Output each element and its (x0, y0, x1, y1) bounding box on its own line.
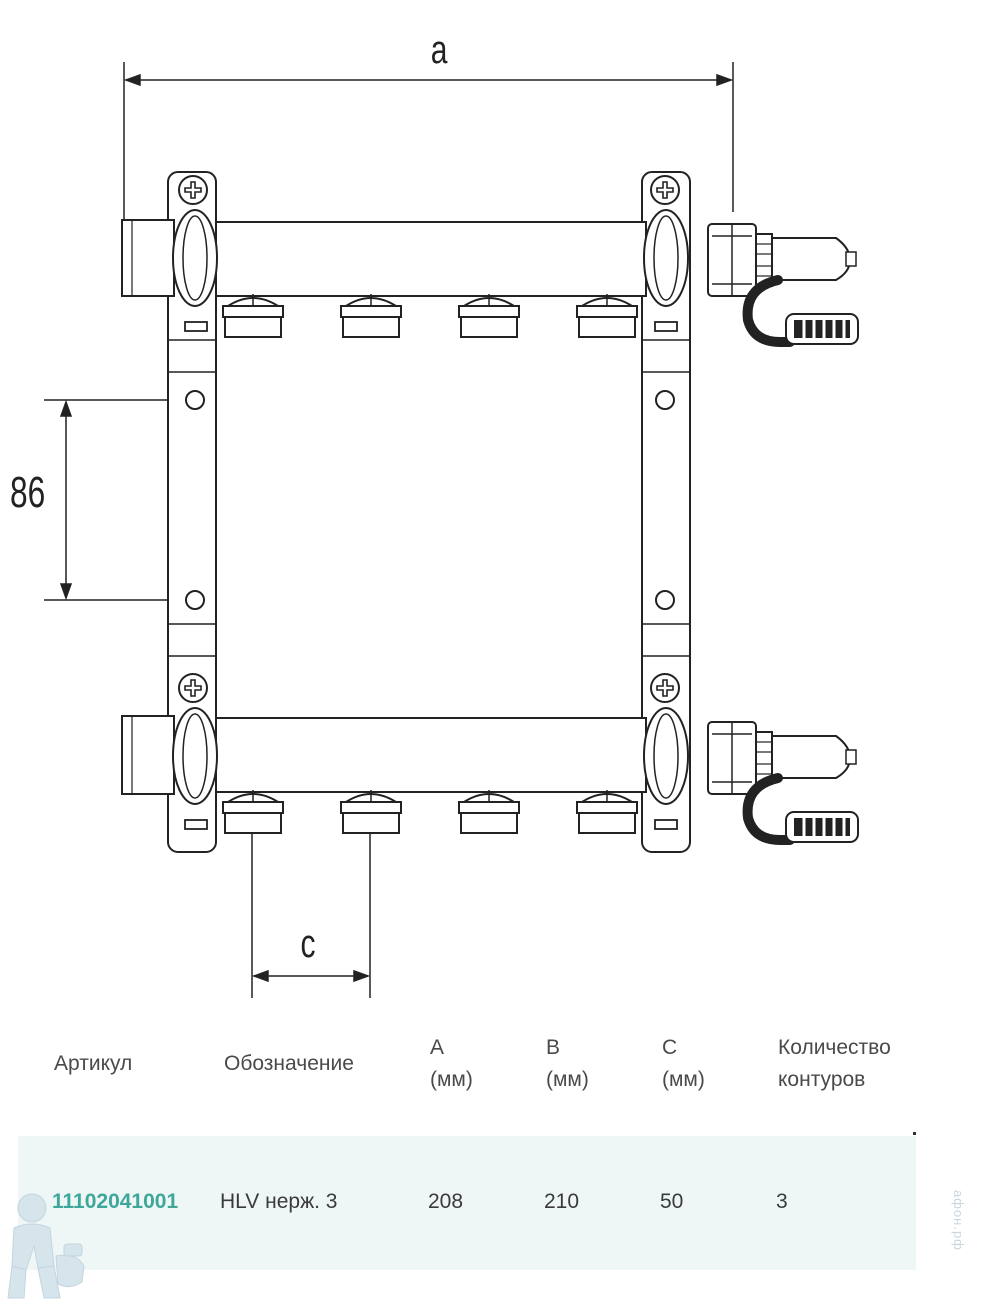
header-b: B (мм) (546, 1036, 589, 1091)
dimension-a (123, 62, 734, 225)
dimension-86-label: 86 (10, 468, 46, 517)
cell-circuits: 3 (776, 1190, 788, 1213)
dimension-86 (44, 399, 188, 601)
header-a: A (мм) (430, 1036, 473, 1091)
header-article: Артикул (54, 1052, 133, 1075)
table-row (18, 1136, 916, 1270)
cell-a: 208 (428, 1190, 464, 1213)
bottom-manifold-bar (121, 673, 858, 842)
watermark: афон.рф (951, 1190, 966, 1251)
top-manifold-bar (121, 175, 858, 344)
dimension-c-label: c (300, 922, 316, 966)
cell-b: 210 (544, 1190, 580, 1213)
header-designation: Обозначение (224, 1052, 354, 1075)
manifold-drawing (44, 62, 981, 998)
header-c: C (мм) (662, 1036, 705, 1091)
cell-c: 50 (660, 1190, 684, 1213)
decorative-dot (913, 1132, 916, 1135)
header-circuits: Количество контуров (778, 1036, 891, 1091)
plumber-mascot-icon (7, 1193, 85, 1299)
dimension-a-label: a (430, 28, 448, 72)
cell-designation: HLV нерж. 3 (220, 1190, 338, 1213)
cell-article: 11102041001 (52, 1190, 179, 1213)
